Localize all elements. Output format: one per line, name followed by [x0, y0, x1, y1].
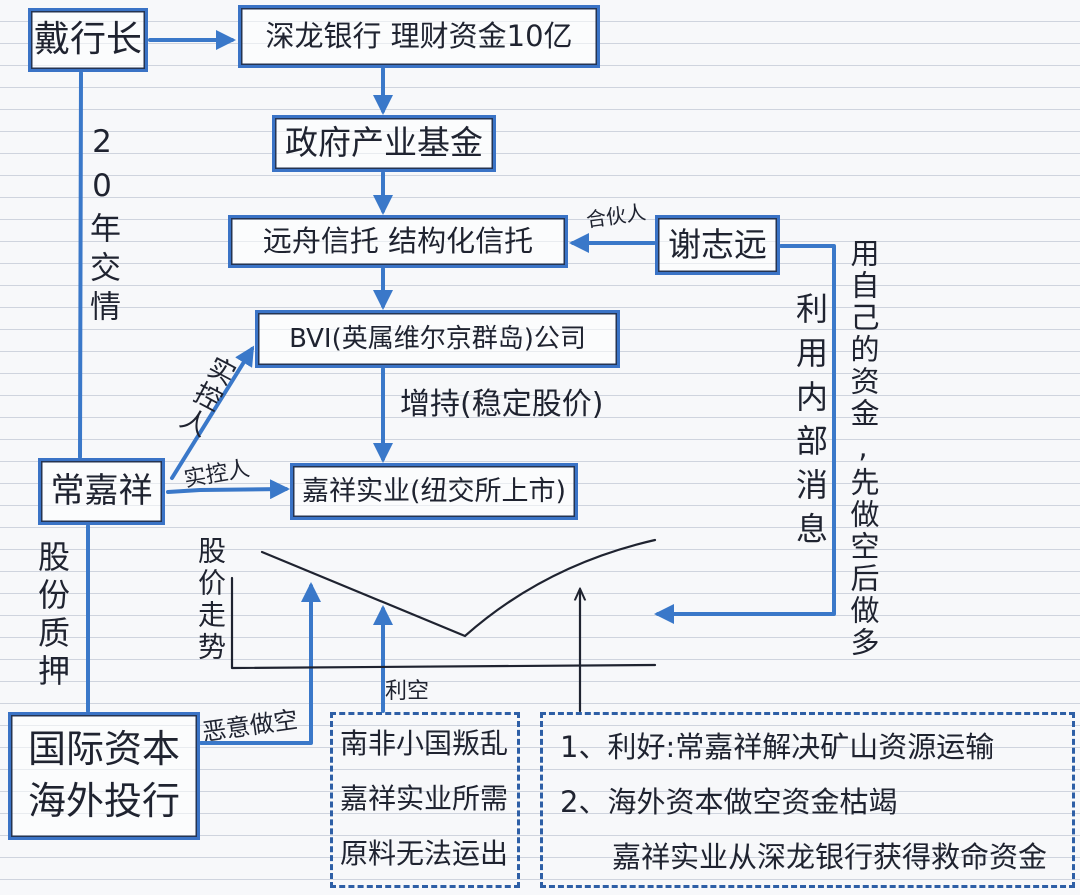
note-outcome-line-1: 1、利好:常嘉祥解决矿山资源运输	[560, 730, 995, 764]
node-chang-label: 常嘉祥	[50, 470, 153, 511]
node-bvi-company: BVI(英属维尔京群岛)公司	[255, 310, 620, 368]
arrow-xie-to-chart	[654, 244, 836, 624]
node-listed-company: 嘉祥实业(纽交所上市)	[290, 463, 578, 520]
arrow-chang-to-company	[166, 479, 290, 500]
node-international-capital-line-1: 国际资本	[27, 727, 180, 772]
node-government-fund-label: 政府产业基金	[285, 123, 483, 163]
label-friendship: 20年交情	[84, 124, 120, 329]
node-xie: 谢志远	[655, 215, 780, 275]
node-dai-hangzhang: 戴行长	[28, 8, 148, 72]
note-box-rebellion	[330, 712, 520, 888]
chart-ylabel: 股价走势	[194, 536, 227, 664]
arrow-intl-to-chart	[199, 582, 321, 745]
node-bank-funds: 深龙银行 理财资金10亿	[238, 5, 600, 68]
label-increase-holding: 增持(稳定股价)	[400, 387, 604, 422]
node-international-capital-line-2: 海外投行	[27, 779, 180, 823]
node-listed-company-label: 嘉祥实业(纽交所上市)	[301, 475, 567, 507]
label-insider-info: 利用内部消息	[791, 292, 829, 556]
node-chang: 常嘉祥	[38, 458, 165, 525]
note-outcome-line-3: 嘉祥实业从深龙银行获得救命资金	[612, 840, 1048, 874]
node-trust: 远舟信托 结构化信托	[228, 215, 568, 268]
node-international-capital: 国际资本 海外投行	[8, 712, 200, 840]
note-rebellion-line-2: 嘉祥实业所需	[340, 782, 509, 815]
node-dai-hangzhang-label: 戴行长	[33, 19, 142, 61]
note-box-outcome	[540, 712, 1075, 888]
node-trust-label: 远舟信托 结构化信托	[262, 223, 534, 258]
node-bvi-company-label: BVI(英属维尔京群岛)公司	[289, 323, 586, 354]
stock-price-curve	[260, 538, 657, 638]
label-bearish: 利空	[385, 679, 430, 704]
line-dai-to-chang	[78, 71, 83, 459]
note-rebellion-line-1: 南非小国叛乱	[340, 727, 509, 760]
node-xie-label: 谢志远	[668, 224, 767, 264]
label-own-funds: 用自己的资金,先做空后做多	[846, 238, 880, 659]
note-outcome-line-2: 2、海外资本做空资金枯竭	[560, 785, 898, 819]
label-share-pledge: 股份质押	[33, 540, 71, 692]
node-bank-funds-label: 深龙银行 理财资金10亿	[265, 18, 573, 53]
node-government-fund: 政府产业基金	[272, 115, 496, 172]
chart-axis	[230, 576, 657, 670]
arrow-chang-to-bvi	[170, 345, 255, 480]
note-rebellion-line-3: 原料无法运出	[340, 837, 509, 870]
